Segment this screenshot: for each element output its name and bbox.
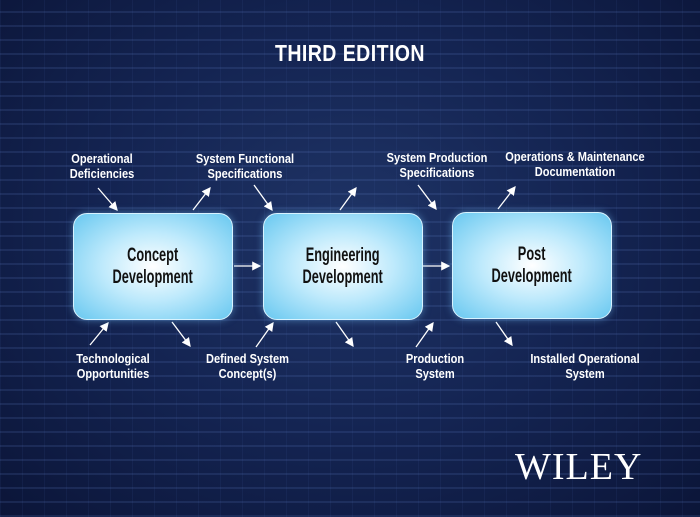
arrow-sysfunc-in <box>253 184 273 212</box>
box-label-line1: Post <box>518 243 546 265</box>
arrow-prodsys-out <box>335 321 354 348</box>
arrow-deficiencies-in <box>97 187 118 211</box>
arrow-defsys-in <box>255 321 274 348</box>
box-label-line2: Development <box>302 266 384 288</box>
arrow-sysprod-out <box>339 186 357 211</box>
arrow-defsys-out <box>171 321 191 348</box>
arrow-sysfunc-out <box>192 186 211 211</box>
publisher-logo: WILEY <box>515 446 643 488</box>
arrow-om-out <box>497 185 516 210</box>
arrow-installed-out <box>495 321 513 347</box>
arrow-techopp-in <box>89 321 109 346</box>
box-label-line2: Development <box>112 266 194 288</box>
box-label-line1: Engineering <box>306 244 380 266</box>
edition-title: THIRD EDITION <box>275 40 425 66</box>
arrow-sysprod-in <box>417 184 437 211</box>
arrow-prodsys-in <box>415 321 434 348</box>
box-label-line1: Concept <box>127 244 179 266</box>
box-label-line2: Development <box>491 265 573 287</box>
